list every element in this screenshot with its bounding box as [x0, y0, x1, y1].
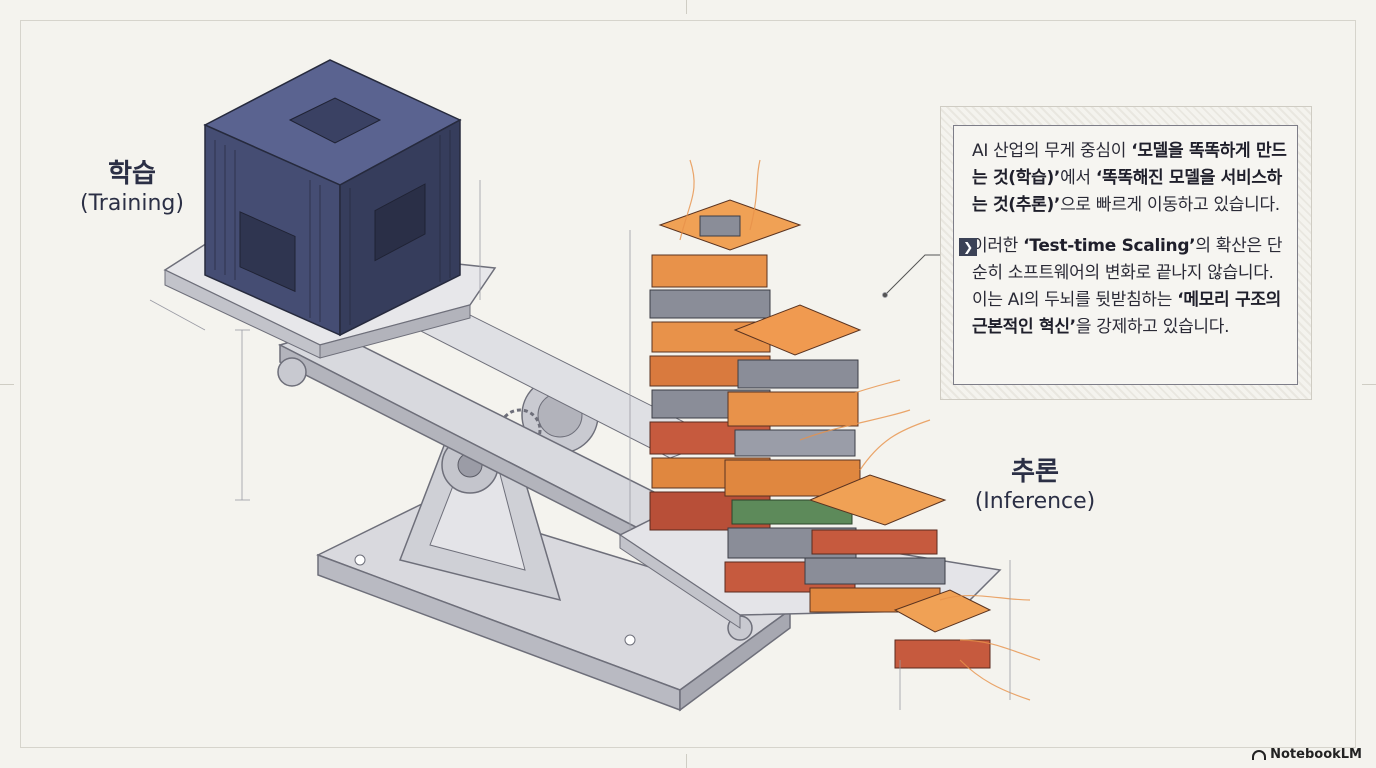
heat-streaks [679, 159, 1041, 701]
inference-title: 추론 [1011, 457, 1059, 487]
p2-text-2: ‘Test-time Scaling’ [1023, 236, 1196, 256]
page-frame [20, 20, 1356, 748]
notebooklm-branding: NotebookLM [1252, 747, 1362, 762]
chip-column-right [804, 474, 992, 669]
center-tick-bottom [686, 754, 687, 768]
inference-chip-stack [649, 159, 1041, 701]
p1-text-2: ‘모델을 똑똑하게 만드는 것(학습)’ [972, 141, 1287, 188]
notebooklm-logo-icon [1252, 749, 1267, 760]
callout-panel: AI 산업의 무게 중심이 ‘모델을 똑똑하게 만드는 것(학습)’에서 ‘똑똑… [953, 125, 1298, 385]
dimension-lines [149, 180, 1011, 710]
training-subtitle: (Training) [80, 191, 184, 216]
inference-label: 추론 (Inference) [950, 456, 1120, 516]
callout-paragraph-1: AI 산업의 무게 중심이 ‘모델을 똑똑하게 만드는 것(학습)’에서 ‘똑똑… [972, 138, 1287, 219]
center-tick-right [1362, 384, 1376, 385]
p1-text-1: AI 산업의 무게 중심이 [972, 141, 1132, 161]
center-tick-left [0, 384, 14, 385]
training-gpu-cube [203, 59, 462, 337]
p1-text-3: 에서 [1060, 168, 1096, 188]
chip-column-left [649, 199, 802, 531]
p2-text-3: 의 확산은 단순히 소프트웨어의 변화로 끝나지 않습니다. 이는 AI의 두뇌… [972, 236, 1283, 310]
p1-text-4: ‘똑똑해진 모델을 서비스하는 것(추론)’ [972, 168, 1283, 215]
chevron-right-icon: ❯ [959, 238, 977, 256]
center-tick-top [686, 0, 687, 14]
training-label: 학습 (Training) [62, 158, 202, 218]
training-title: 학습 [108, 159, 156, 189]
p2-text-4: ‘메모리 구조의 근본적인 혁신’ [972, 290, 1282, 337]
brand-name: NotebookLM [1270, 747, 1362, 762]
p1-text-5: 으로 빠르게 이동하고 있습니다. [1060, 195, 1280, 215]
inference-subtitle: (Inference) [974, 489, 1096, 514]
p2-text-5: 을 강제하고 있습니다. [1075, 317, 1230, 337]
callout-paragraph-2: ❯ 이러한 ‘Test-time Scaling’의 확산은 단순히 소프트웨어… [959, 233, 1287, 341]
p2-text-1: 이러한 [972, 236, 1024, 256]
